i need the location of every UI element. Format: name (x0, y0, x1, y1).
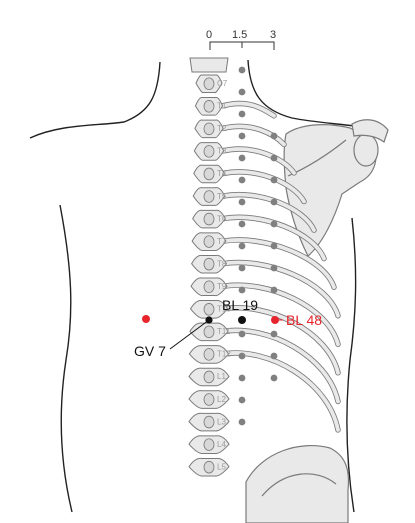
outer-line-dot (270, 242, 278, 250)
outer-line-dot (270, 198, 278, 206)
vertebra-label-c7: C7 (217, 79, 228, 88)
vertebra-c7: C7 (195, 74, 228, 94)
inner-line-dot (238, 330, 246, 338)
bl48-label: BL 48 (286, 312, 322, 328)
vertebra-label-l1: L1 (217, 372, 226, 381)
vertebra-t8: T8 (191, 254, 227, 274)
vertebra-l1: L1 (188, 367, 230, 387)
rib-7 (221, 238, 336, 290)
outer-line-dot (270, 374, 278, 382)
vertebra-t1: T1 (194, 96, 227, 116)
inner-line-dot (238, 198, 246, 206)
inner-line-dot (238, 418, 246, 426)
vertebra-label-t5: T5 (217, 192, 227, 201)
inner-line-dot (238, 242, 246, 250)
rib-10 (221, 305, 340, 375)
measurement-scale (209, 41, 275, 50)
vertebra-label-t3: T3 (217, 147, 227, 156)
bl19-label: BL 19 (222, 297, 258, 313)
vertebra-label-t9: T9 (217, 282, 227, 291)
outer-line-dot (270, 286, 278, 294)
vertebra-label-t11: T11 (217, 327, 231, 336)
inner-line-dot (238, 374, 246, 382)
vertebra-label-l5: L5 (217, 462, 226, 471)
inner-line-dot (238, 286, 246, 294)
meridian-guide-dots (238, 66, 278, 426)
outer-line-dot (270, 132, 278, 140)
inner-line-dot (238, 132, 246, 140)
cervical-vertebra (189, 57, 229, 73)
outer-line-dot (270, 330, 278, 338)
inner-line-dot (238, 396, 246, 404)
vertebra-label-l4: L4 (217, 440, 226, 449)
outer-line-dot (270, 264, 278, 272)
outer-line-dot (270, 220, 278, 228)
bl48-point[interactable] (271, 316, 279, 324)
inner-line-dot (238, 220, 246, 228)
contralateral-marker (142, 315, 150, 323)
vertebra-label-t10: T10 (217, 305, 231, 314)
scale-tick-3: 3 (270, 29, 276, 41)
inner-line-dot (238, 154, 246, 162)
vertebra-label-t1: T1 (217, 102, 227, 111)
rib-12 (221, 351, 340, 432)
rib-5 (221, 192, 316, 232)
rib-8 (221, 260, 340, 318)
vertebra-label-t4: T4 (217, 169, 227, 178)
vertebra-t9: T9 (190, 277, 228, 297)
outer-line-dot (270, 352, 278, 360)
inner-line-dot (238, 352, 246, 360)
vertebra-t7: T7 (191, 232, 227, 251)
scale-tick-0: 0 (206, 29, 212, 41)
vertebra-label-t2: T2 (217, 124, 227, 133)
vertebra-l3: L3 (188, 412, 230, 432)
gv7-leader-line (169, 319, 210, 350)
inner-line-dot (238, 264, 246, 272)
bl19-point[interactable] (238, 316, 246, 324)
vertebra-label-t7: T7 (217, 237, 227, 246)
scale-tick-1-5: 1.5 (232, 29, 247, 41)
inner-line-dot (238, 66, 246, 74)
vertebra-t3: T3 (193, 142, 227, 161)
inner-line-dot (238, 176, 246, 184)
vertebra-label-t6: T6 (217, 214, 227, 223)
rib-2 (221, 124, 286, 147)
inner-line-dot (238, 88, 246, 96)
outer-line-dot (270, 154, 278, 162)
rib-9 (221, 283, 340, 347)
vertebra-t6: T6 (192, 209, 227, 229)
vertebra-label-l3: L3 (217, 417, 226, 426)
rib-3 (221, 147, 296, 175)
outer-line-dot (270, 176, 278, 184)
rib-1 (221, 101, 276, 118)
vertebra-t5: T5 (192, 187, 227, 206)
rib-11 (221, 328, 340, 404)
vertebra-l5: L5 (188, 457, 230, 477)
vertebra-label-l2: L2 (217, 395, 226, 404)
vertebra-t4: T4 (193, 164, 227, 184)
vertebra-label-t12: T12 (217, 350, 231, 359)
neck-left (29, 61, 161, 139)
rib-6 (221, 215, 326, 261)
inner-line-dot (238, 110, 246, 118)
torso-left (59, 204, 73, 513)
gv7-label: GV 7 (134, 343, 166, 359)
vertebra-t2: T2 (194, 119, 227, 139)
vertebra-l2: L2 (188, 390, 230, 409)
vertebra-t11: T11 (189, 322, 231, 342)
vertebra-l4: L4 (188, 435, 230, 454)
vertebra-label-t8: T8 (217, 259, 227, 268)
gv7-point[interactable] (205, 316, 213, 324)
rib-cage (220, 100, 341, 433)
pelvis (245, 445, 350, 523)
vertebra-t12: T12 (188, 345, 231, 364)
vertebra-t10: T10 (189, 299, 231, 319)
torso-right (346, 217, 357, 513)
